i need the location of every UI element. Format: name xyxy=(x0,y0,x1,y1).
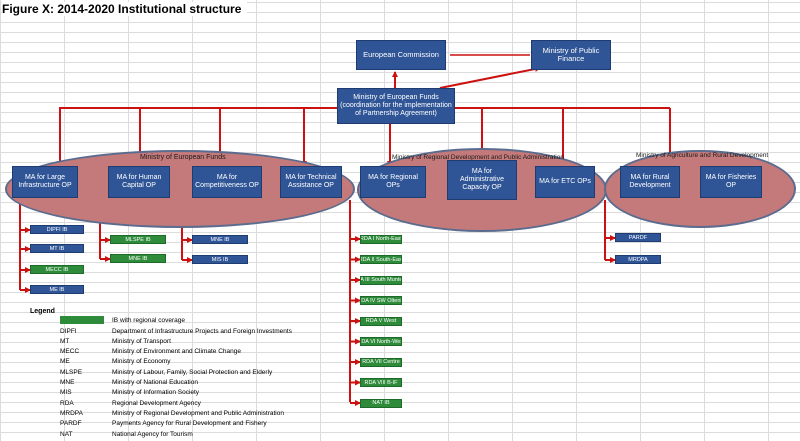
figure-title: Figure X: 2014-2020 Institutional struct… xyxy=(2,2,248,16)
legend-abbr: NAT xyxy=(60,430,73,438)
legend-row: MT Ministry of Transport xyxy=(60,336,171,346)
legend-abbr: MECC xyxy=(60,348,80,356)
box-ib-dipfi: DIPFI IB xyxy=(30,225,84,234)
legend-abbr: MT xyxy=(60,337,70,345)
box-ma-etc-ops: MA for ETC OPs xyxy=(535,166,595,198)
legend-abbr: MIS xyxy=(60,389,72,397)
legend-desc: Ministry of Information Society xyxy=(112,389,200,397)
legend-desc: Ministry of Economy xyxy=(112,358,171,366)
group-label-mard: Ministry of Agriculture and Rural Develo… xyxy=(636,152,769,159)
legend-desc: National Agency for Tourism xyxy=(112,430,193,438)
box-rda-7: RDA VII Centre xyxy=(360,357,402,367)
box-ib-me: ME IB xyxy=(30,285,84,294)
box-rda-3: RDA III South Muntenia xyxy=(360,275,402,285)
line-mef-to-mpf xyxy=(439,66,541,89)
box-european-commission: European Commission xyxy=(356,40,446,70)
legend-abbr: MRDPA xyxy=(60,409,83,417)
legend-row: MIS Ministry of Information Society xyxy=(60,388,199,398)
box-rda-8: RDA VIII B-IF xyxy=(360,378,402,387)
legend-desc: Ministry of Labour, Family, Social Prote… xyxy=(112,368,273,376)
box-ib-mne-hc: MNE IB xyxy=(110,254,166,263)
legend-abbr: ME xyxy=(60,358,70,366)
box-ma-human-capital: MA for Human Capital OP xyxy=(108,166,170,198)
box-rda-2: RDA II South-East xyxy=(360,255,402,264)
legend-row: MRDPA Ministry of Regional Development an… xyxy=(60,408,284,418)
box-ib-mt: MT IB xyxy=(30,244,84,253)
legend-green-swatch xyxy=(60,316,104,324)
box-ib-pardf: PARDF xyxy=(615,233,661,242)
legend-row: MLSPE Ministry of Labour, Family, Social … xyxy=(60,367,272,377)
legend-swatch-row: IB with regional coverage xyxy=(60,315,185,325)
box-ma-rural-development: MA for Rural Development xyxy=(620,166,680,198)
box-ministry-public-finance: Ministry of Public Finance xyxy=(531,40,611,70)
legend-row: DIPFI Department of Infrastructure Projec… xyxy=(60,326,292,336)
legend-row: MECC Ministry of Environment and Climate … xyxy=(60,347,241,357)
legend-desc: Regional Development Agency xyxy=(112,399,201,407)
legend-desc: Ministry of Regional Development and Pub… xyxy=(112,409,284,417)
box-ma-administrative-capacity: MA for Administrative Capacity OP xyxy=(447,160,517,200)
box-ma-large-infrastructure: MA for Large Infrastructure OP xyxy=(12,166,78,198)
legend-abbr: MLSPE xyxy=(60,368,83,376)
box-ib-mis: MIS IB xyxy=(192,255,248,264)
box-rda-1: RDA I North-East xyxy=(360,234,402,244)
legend-desc: Ministry of Environment and Climate Chan… xyxy=(112,348,241,356)
legend-desc: Ministry of National Education xyxy=(112,379,198,386)
legend-row: NAT National Agency for Tourism xyxy=(60,429,193,439)
legend-title: Legend xyxy=(30,308,55,315)
box-rda-5: RDA V West xyxy=(360,316,402,326)
box-ib-mrdpa: MRDPA xyxy=(615,255,661,264)
legend-abbr: MNE xyxy=(60,379,75,386)
group-label-mef: Ministry of European Funds xyxy=(140,154,226,161)
legend-abbr: RDA xyxy=(60,399,74,407)
legend-abbr: DIPFI xyxy=(60,327,77,335)
legend-desc: Ministry of Transport xyxy=(112,337,171,345)
line-bar-left xyxy=(59,107,337,120)
legend-abbr: PARDF xyxy=(60,420,82,428)
box-ib-mlspe: MLSPE IB xyxy=(110,235,166,244)
box-ministry-european-funds: Ministry of European Funds (coordination… xyxy=(337,88,455,124)
box-rda-6: RDA VI North-West xyxy=(360,337,402,346)
box-ma-fisheries: MA for Fisheries OP xyxy=(700,166,762,198)
legend-row: RDA Regional Development Agency xyxy=(60,398,201,408)
box-rda-4: RDA IV SW Oltenia xyxy=(360,296,402,305)
box-ma-technical-assistance: MA for Technical Assistance OP xyxy=(280,166,342,198)
box-rda-9: NAT IB xyxy=(360,398,402,408)
legend-row: ME Ministry of Economy xyxy=(60,357,171,367)
box-ib-mne-comp: MNE IB xyxy=(192,235,248,244)
group-label-mrdpa: Ministry of Regional Development and Pub… xyxy=(392,154,564,161)
legend-swatch-text: IB with regional coverage xyxy=(112,316,185,324)
legend-desc: Department of Infrastructure Projects an… xyxy=(112,327,292,335)
box-ma-regional-ops: MA for Regional OPs xyxy=(360,166,426,198)
box-ma-competitiveness: MA for Competitiveness OP xyxy=(192,166,262,198)
legend-row: PARDF Payments Agency for Rural Developme… xyxy=(60,419,267,429)
box-ib-mecc: MECC IB xyxy=(30,265,84,274)
legend-desc: Payments Agency for Rural Development an… xyxy=(112,420,267,428)
legend-row: MNE Ministry of National Education xyxy=(60,378,198,388)
